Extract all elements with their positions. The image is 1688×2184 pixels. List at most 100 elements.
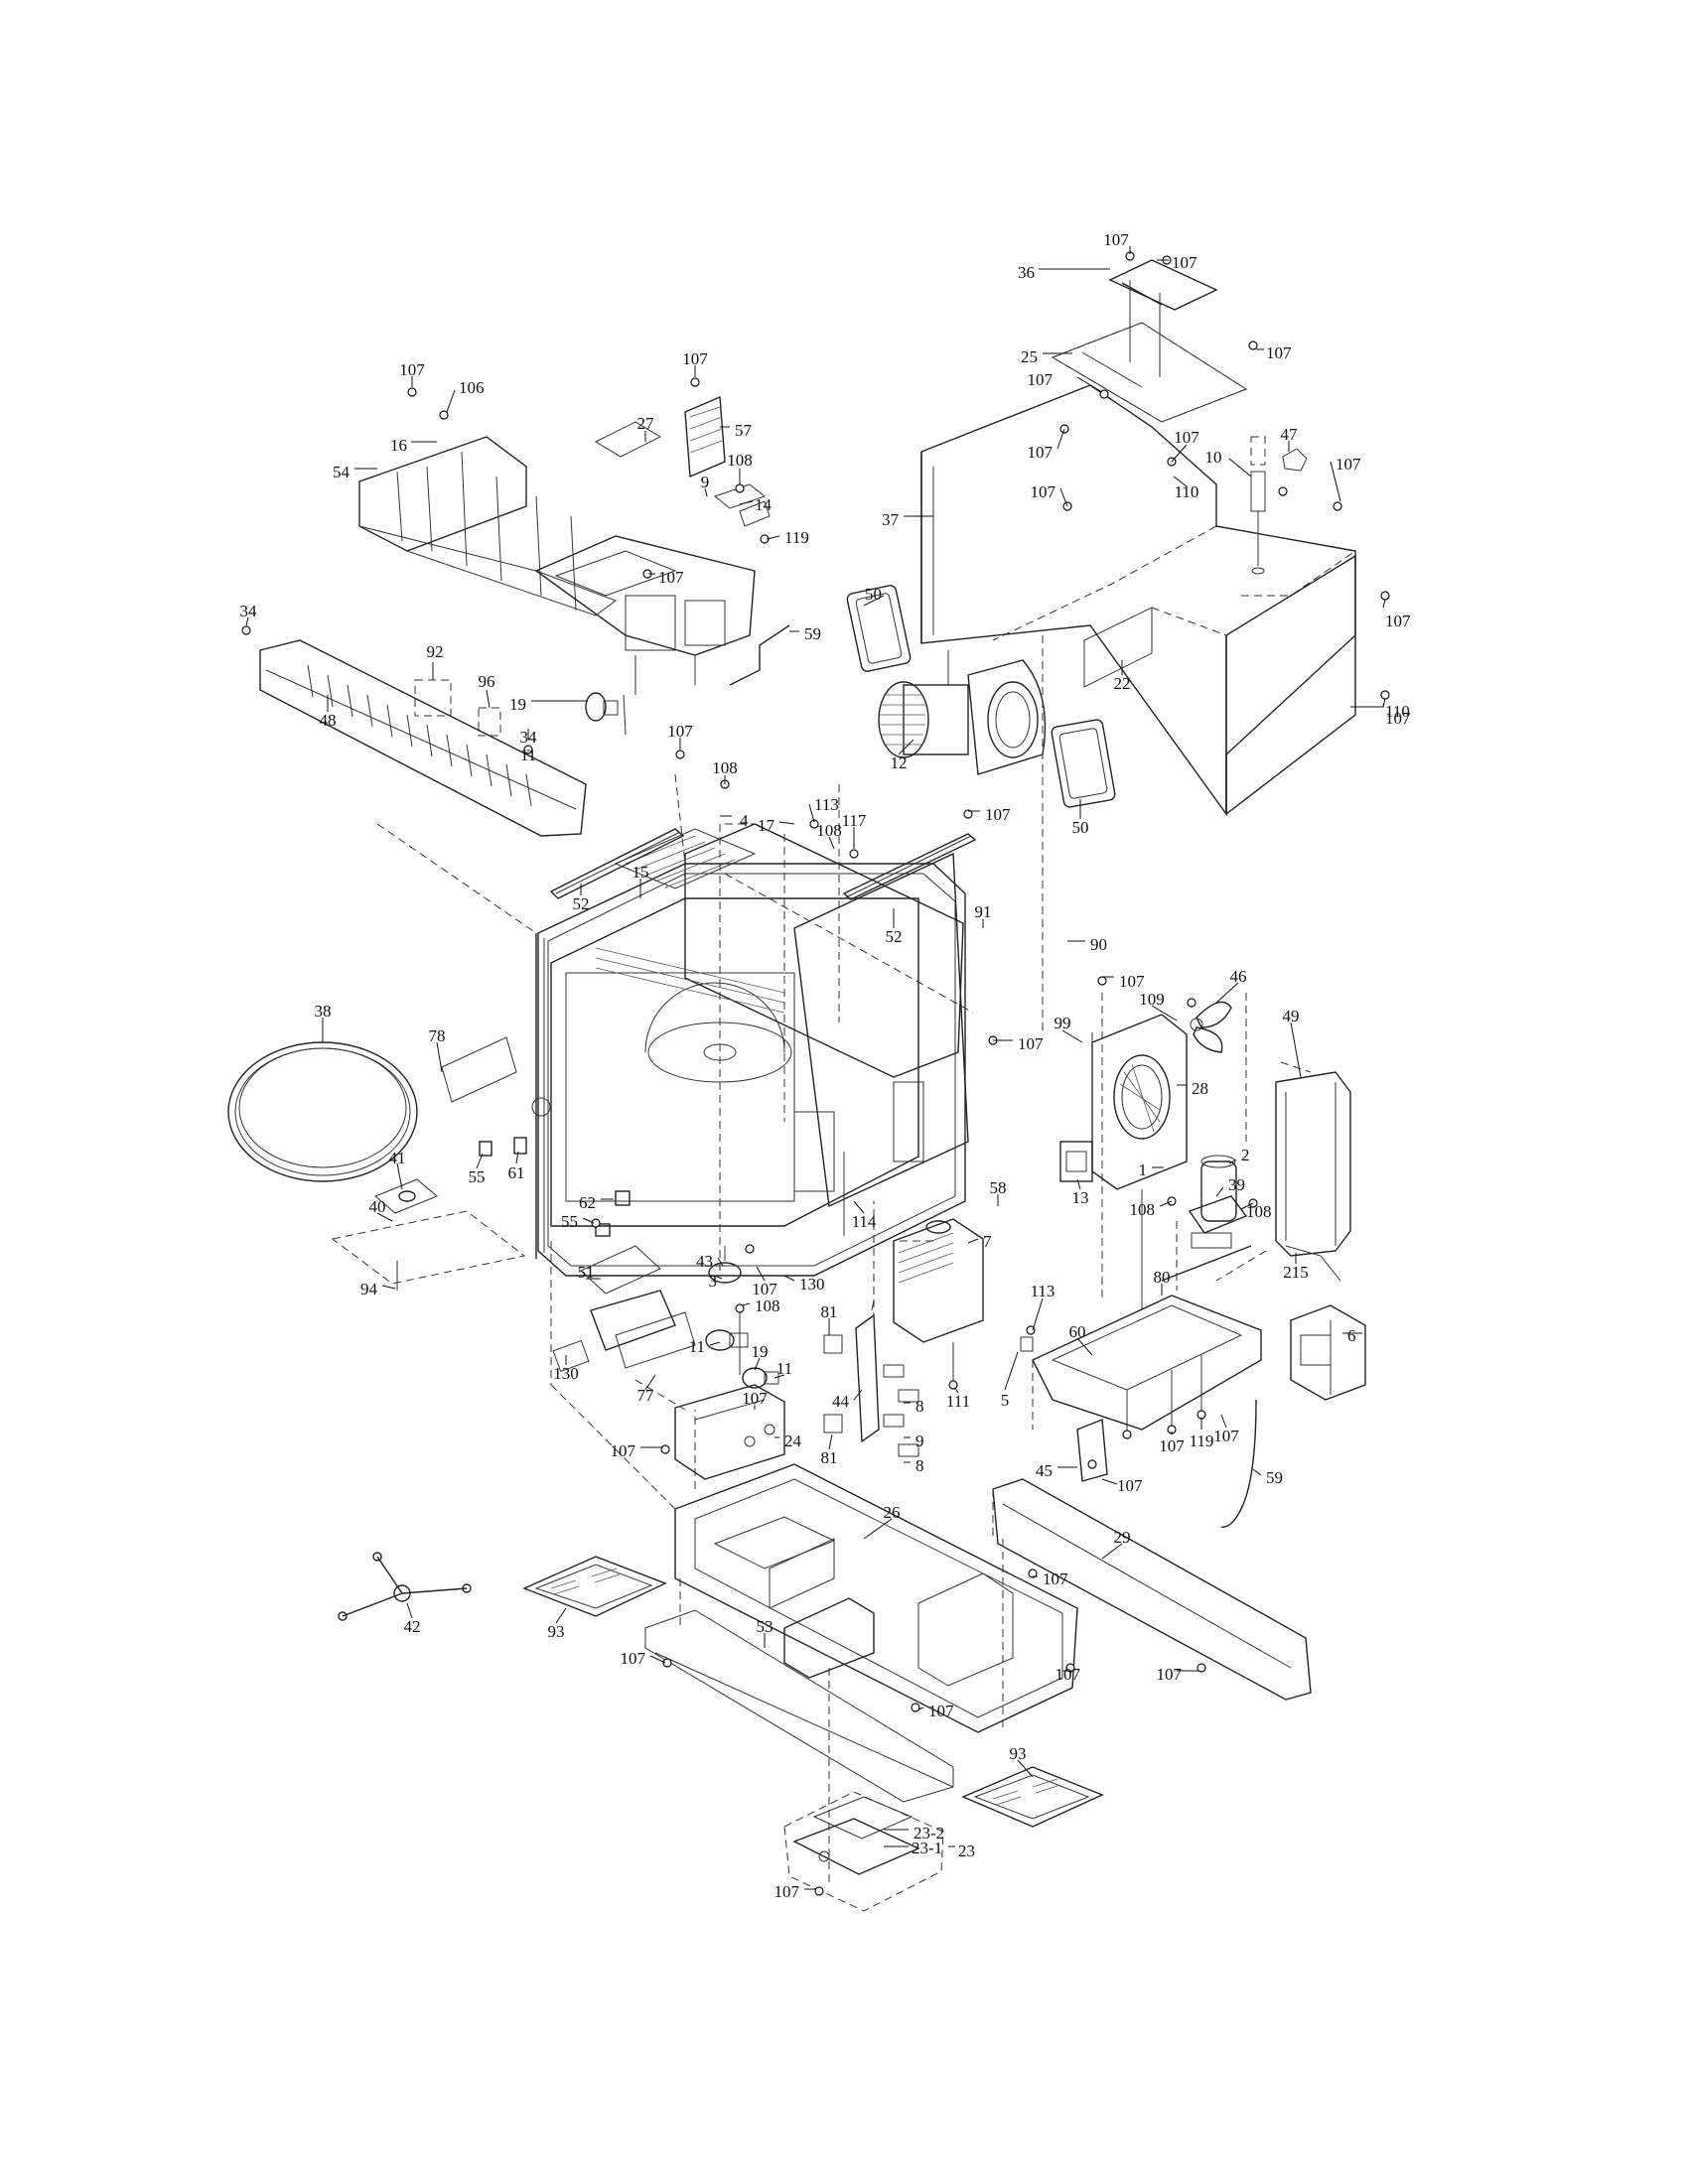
part-callout-label: 107 [1174, 428, 1199, 447]
callout-leader [714, 1275, 723, 1280]
part-callout-label: 107 [658, 568, 684, 587]
part-callout-label: 108 [727, 451, 753, 470]
callout-leader [1382, 698, 1386, 708]
part-callout-label: 1 [1139, 1160, 1148, 1179]
part-callout-label: 107 [1385, 612, 1411, 630]
part-callout-label: 107 [742, 1389, 768, 1408]
part-callout-label: 107 [1385, 709, 1411, 728]
part-callout-label: 38 [315, 1002, 332, 1021]
part-callout-label: 11 [689, 1337, 705, 1356]
part-callout-label: 60 [1069, 1322, 1086, 1341]
part-callout-label: 62 [579, 1193, 596, 1212]
part-callout-label: 49 [1283, 1007, 1300, 1025]
part-callout-label: 48 [320, 711, 337, 730]
outer-cabinet-wrapper [920, 384, 1356, 817]
callout-leader [1076, 1337, 1093, 1356]
callout-leader [1215, 982, 1239, 1004]
turntable-motor-group [552, 1245, 742, 1375]
interlock-switch-assembly [823, 1299, 919, 1457]
callout-leader [486, 689, 491, 709]
part-callout-label: 107 [1266, 343, 1292, 362]
callout-leader [828, 1433, 833, 1450]
part-callout-label: 14 [755, 495, 773, 514]
part-callout-label: 107 [1157, 1665, 1183, 1684]
part-callout-label: 130 [553, 1364, 579, 1383]
part-callout-label: 19 [752, 1342, 769, 1361]
callout-leader [436, 1041, 443, 1073]
callout-leader [1061, 1029, 1083, 1043]
callout-leader [754, 1357, 761, 1371]
part-callout-label: 107 [611, 1441, 636, 1460]
part-callout-label: 99 [1055, 1014, 1071, 1032]
part-callout-label: 24 [784, 1432, 802, 1450]
callout-leader [717, 1257, 724, 1267]
part-callout-label: 94 [360, 1280, 378, 1298]
callout-leader [766, 535, 780, 540]
part-callout-label: 37 [882, 510, 900, 529]
part-callout-label: 54 [333, 463, 351, 481]
part-callout-label: 59 [804, 624, 821, 643]
callout-leader [828, 836, 835, 850]
bottom-base-plate [644, 1463, 1312, 1803]
callout-leader [739, 500, 754, 505]
callout-leader [1059, 487, 1068, 507]
coupler-and-plate [331, 1178, 526, 1291]
part-callout-label: 107 [1043, 1570, 1068, 1588]
control-box-assembly [358, 395, 771, 695]
part-callout-label: 44 [832, 1392, 850, 1411]
part-callout-label: 41 [389, 1149, 406, 1167]
part-callout-label: 46 [1230, 967, 1247, 986]
part-callout-label: 107 [1028, 443, 1054, 462]
part-callout-label: 26 [884, 1503, 901, 1522]
part-callout-label: 55 [469, 1167, 486, 1186]
part-callout-label: 28 [1192, 1079, 1208, 1098]
fan-motor-assembly [1059, 1001, 1232, 1310]
callout-leader [704, 487, 708, 497]
part-callout-label: 11 [776, 1359, 792, 1378]
part-callout-label: 57 [735, 421, 753, 440]
front-grille [259, 639, 587, 837]
part-callout-label: 4 [740, 811, 749, 830]
bracket-24 [674, 1384, 785, 1480]
part-callout-label: 17 [758, 816, 775, 835]
part-callout-label: 8 [915, 1456, 924, 1475]
callout-leader [917, 1706, 924, 1710]
part-callout-label: 23-2 [914, 1824, 944, 1843]
callout-leader [1228, 1159, 1237, 1164]
screw-heads [241, 251, 1390, 1896]
part-callout-label: 107 [621, 1649, 646, 1668]
part-callout-label: 25 [1021, 347, 1038, 366]
capacitor [1188, 1155, 1248, 1249]
part-callout-label: 40 [369, 1197, 386, 1216]
part-callout-label: 107 [985, 805, 1011, 824]
part-callout-label: 114 [852, 1212, 877, 1231]
part-callout-label: 93 [1010, 1744, 1027, 1763]
callout-leader [515, 1151, 519, 1164]
transformer [1290, 1304, 1366, 1401]
callout-leader [774, 1374, 785, 1379]
callout-leader [1215, 1186, 1224, 1197]
callout-leader [446, 389, 456, 413]
blower-fan-housing [846, 585, 1116, 808]
part-callout-label: 215 [1283, 1263, 1309, 1282]
magnetron [893, 1218, 984, 1385]
air-guide-10 [1250, 436, 1308, 575]
part-callout-label: 7 [983, 1232, 992, 1251]
part-callout-label: 119 [784, 528, 809, 547]
callout-leader [783, 1275, 795, 1282]
part-callout-label: 107 [399, 360, 425, 379]
callout-leader [1101, 1543, 1123, 1560]
part-callout-label: 113 [814, 795, 839, 814]
callout-leader [582, 1217, 595, 1224]
part-callout-label: 50 [865, 585, 882, 604]
part-callout-label: 11 [520, 746, 536, 764]
small-switch-parts [479, 1097, 631, 1237]
part-callout-label: 119 [1190, 1432, 1214, 1450]
part-callout-label: 55 [561, 1212, 578, 1231]
callout-leader [853, 1389, 863, 1401]
callout-leader [644, 1374, 656, 1391]
callout-leader [898, 739, 914, 755]
part-callout-label: 107 [1117, 1476, 1143, 1495]
part-callout-label: 106 [459, 378, 485, 397]
wire-59-upper [729, 624, 790, 686]
